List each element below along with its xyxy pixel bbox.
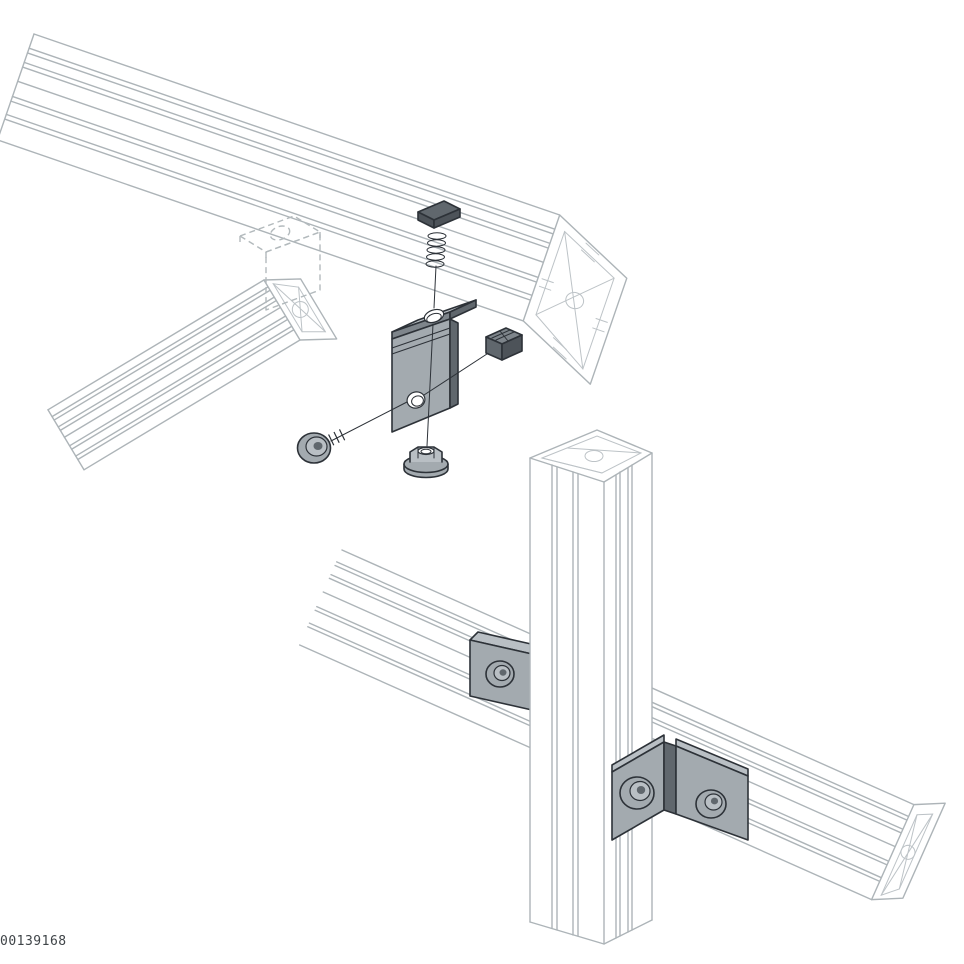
phantom-hole [269, 225, 291, 241]
profile-left [47, 278, 338, 471]
profile-left-end-face [263, 278, 338, 341]
screw-recess [313, 442, 323, 450]
profile-top [0, 33, 628, 385]
flange-screw [296, 429, 346, 464]
bracket-leg [391, 318, 451, 433]
flange-nut [403, 446, 449, 479]
angle-bracket-assembled-front [611, 734, 749, 841]
axis-line-diagonal-right [423, 351, 491, 396]
axis-line-vertical-lower [426, 323, 434, 447]
hammer-nut [485, 327, 523, 361]
screw-thread [328, 429, 346, 446]
angle-bracket-exploded [391, 299, 477, 433]
angle-bracket-phantom [239, 215, 321, 311]
axis-line-vertical-upper [433, 265, 437, 309]
profile-horizontal-end-face [870, 802, 946, 901]
profile-top-end-face [522, 214, 628, 385]
t-head-bolt [417, 200, 461, 268]
bolt-thread [425, 232, 447, 268]
axis-line-diagonal-left [330, 401, 408, 442]
figure-number: 00139168 [0, 934, 67, 949]
profile-vertical [529, 428, 653, 945]
